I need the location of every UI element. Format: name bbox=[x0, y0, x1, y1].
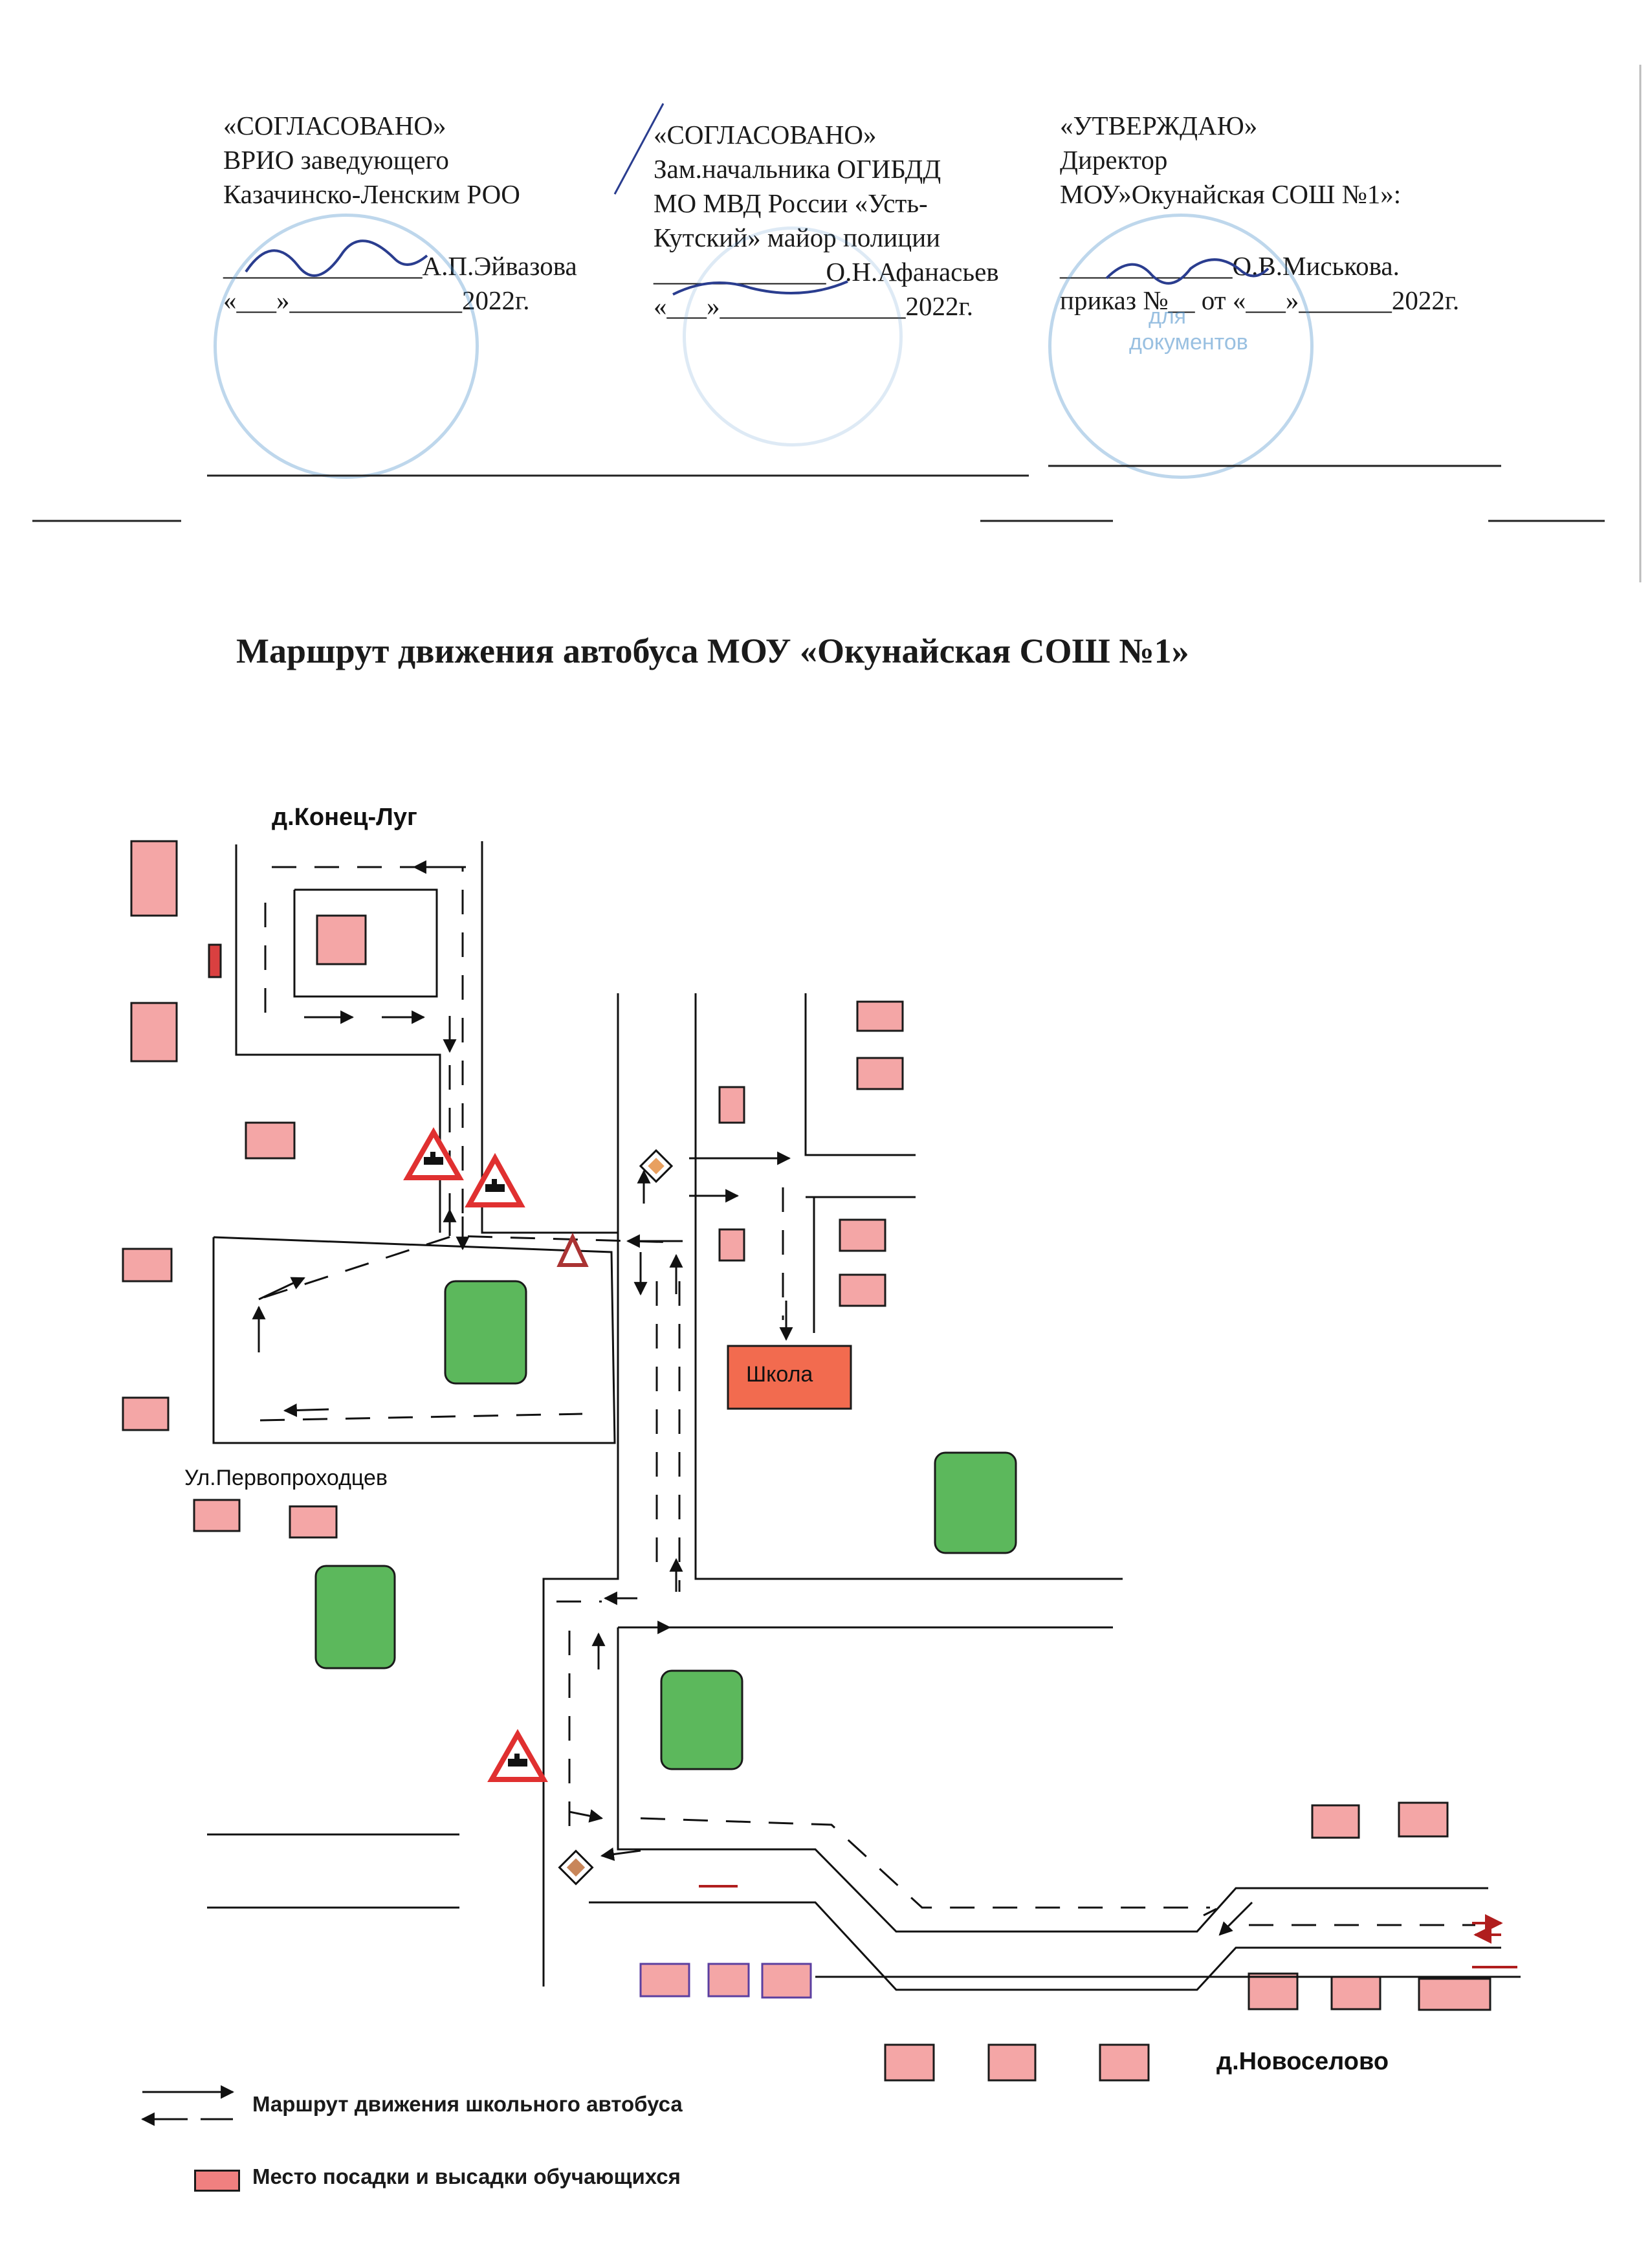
railway-crossing-sign-icon bbox=[487, 1728, 548, 1782]
house bbox=[761, 1963, 812, 1999]
house bbox=[856, 1000, 904, 1032]
route-dashes bbox=[259, 866, 1475, 1926]
house bbox=[839, 1218, 886, 1252]
approval-line: МО МВД России «Усть- bbox=[654, 188, 928, 218]
house bbox=[316, 914, 367, 965]
approval-line: ВРИО заведующего bbox=[223, 145, 449, 175]
house bbox=[1248, 1972, 1299, 2010]
approval-line: Зам.начальника ОГИБДД bbox=[654, 154, 941, 184]
village-label-bottom: д.Новоселово bbox=[1216, 2048, 1389, 2075]
house bbox=[122, 1396, 170, 1431]
priority-road-sign-icon bbox=[558, 1849, 594, 1886]
house bbox=[639, 1963, 690, 1998]
bus-stop-marker-icon bbox=[699, 1885, 1517, 1968]
railway-crossing-sign-icon bbox=[403, 1127, 464, 1180]
school-building bbox=[727, 1345, 852, 1410]
railway-crossing-sign-icon bbox=[556, 1232, 589, 1267]
approval-line: МОУ»Окунайская СОШ №1»: bbox=[1060, 179, 1402, 209]
route-map: Школа bbox=[122, 804, 1521, 2082]
house bbox=[130, 840, 178, 917]
boarding-place-marker bbox=[208, 943, 222, 978]
house bbox=[1311, 1804, 1360, 1839]
seal-text: для bbox=[1149, 304, 1187, 329]
signature-marks bbox=[32, 65, 1642, 582]
approval-line: Директор bbox=[1060, 145, 1168, 175]
railway-crossing-sign-icon bbox=[465, 1152, 525, 1207]
house bbox=[987, 2043, 1037, 2082]
seal-roo bbox=[214, 214, 479, 479]
park bbox=[660, 1669, 743, 1770]
seal-text: документов bbox=[1129, 330, 1248, 355]
seal-gibdd bbox=[683, 226, 903, 446]
house bbox=[289, 1505, 338, 1539]
house bbox=[1398, 1801, 1449, 1838]
house bbox=[193, 1499, 241, 1532]
park bbox=[934, 1451, 1017, 1554]
house bbox=[856, 1057, 904, 1090]
house bbox=[707, 1963, 750, 1998]
house bbox=[130, 1002, 178, 1062]
approval-heading: «СОГЛАСОВАНО» bbox=[654, 120, 877, 149]
house bbox=[1099, 2043, 1150, 2082]
house bbox=[718, 1228, 745, 1262]
park bbox=[444, 1280, 527, 1385]
house bbox=[245, 1121, 296, 1160]
park bbox=[314, 1565, 396, 1669]
boarding-place-icon bbox=[194, 2170, 240, 2192]
seal-school: для документов bbox=[1048, 214, 1314, 479]
legend-route-label: Маршрут движения школьного автобуса bbox=[252, 2092, 683, 2116]
house bbox=[122, 1248, 173, 1283]
legend: Маршрут движения школьного автобуса Мест… bbox=[136, 2080, 848, 2210]
route-arrows-icon bbox=[140, 2085, 235, 2126]
houses bbox=[122, 840, 1491, 2082]
house bbox=[1418, 1977, 1491, 2011]
route-arrows bbox=[252, 860, 1253, 1936]
legend-boarding-label: Место посадки и высадки обучающихся bbox=[252, 2164, 681, 2188]
parks bbox=[314, 1280, 1017, 1770]
road-outlines bbox=[207, 841, 1521, 1991]
school-label: Школа bbox=[746, 1362, 813, 1387]
approval-heading: «СОГЛАСОВАНО» bbox=[223, 111, 446, 140]
house bbox=[839, 1273, 886, 1307]
approval-heading: «УТВЕРЖДАЮ» bbox=[1060, 111, 1258, 140]
street-label: Ул.Первопроходцев bbox=[184, 1466, 388, 1490]
house bbox=[884, 2043, 935, 2082]
house bbox=[1330, 1976, 1381, 2010]
house bbox=[718, 1086, 745, 1124]
priority-road-sign-icon bbox=[639, 1149, 674, 1184]
village-label-top: д.Конец-Луг bbox=[272, 804, 417, 831]
page-title: Маршрут движения автобуса МОУ «Окунайска… bbox=[236, 632, 1189, 670]
approval-line: Казачинско-Ленским РОО bbox=[223, 179, 520, 209]
